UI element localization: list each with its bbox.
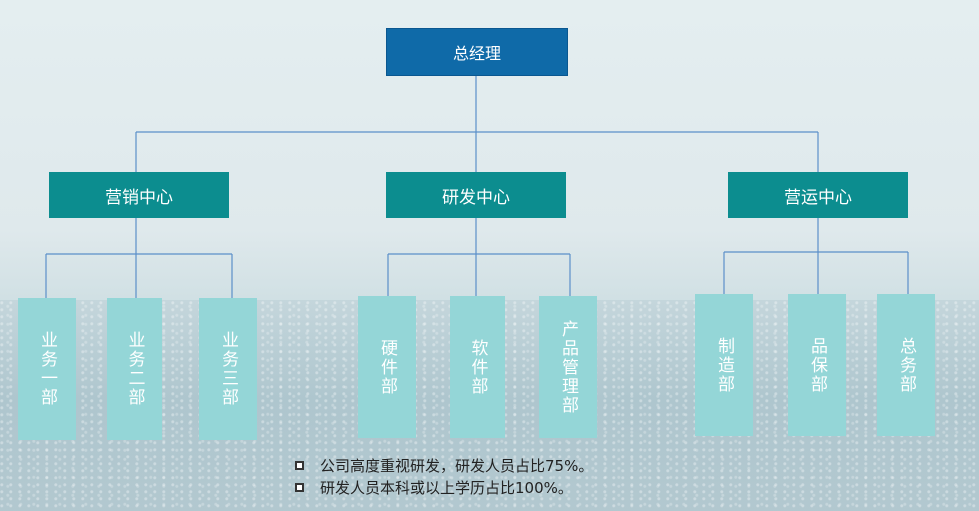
note-text: 公司高度重视研发，研发人员占比75%。	[320, 456, 594, 475]
square-bullet-icon	[295, 460, 304, 470]
center-marketing-box: 营销中心	[49, 172, 229, 218]
dept-box: 品保部	[788, 294, 846, 436]
dept-box: 总务部	[877, 294, 935, 436]
dept-box: 业务三部	[199, 298, 257, 440]
dept-label: 产品管理部	[558, 319, 578, 415]
dept-box: 硬件部	[358, 296, 416, 438]
dept-label: 总务部	[896, 336, 916, 394]
center-label: 研发中心	[442, 187, 510, 208]
dept-box: 产品管理部	[539, 296, 597, 438]
dept-label: 硬件部	[377, 338, 397, 396]
general-manager-box: 总经理	[386, 28, 568, 76]
note-item: 公司高度重视研发，研发人员占比75%。	[295, 451, 593, 479]
dept-label: 业务三部	[218, 331, 238, 407]
dept-box: 业务一部	[18, 298, 76, 440]
center-operations-box: 营运中心	[728, 172, 908, 218]
square-bullet-icon	[295, 482, 304, 492]
dept-label: 软件部	[467, 338, 488, 396]
notes-list: 公司高度重视研发，研发人员占比75%。 研发人员本科或以上学历占比100%。	[295, 451, 593, 501]
dept-label: 业务二部	[124, 331, 145, 407]
note-item: 研发人员本科或以上学历占比100%。	[295, 473, 593, 501]
center-label: 营销中心	[105, 187, 173, 208]
dept-label: 制造部	[714, 336, 734, 394]
center-rnd-box: 研发中心	[386, 172, 566, 218]
dept-box: 制造部	[695, 294, 753, 436]
center-label: 营运中心	[784, 187, 852, 208]
dept-label: 品保部	[807, 336, 827, 394]
note-text: 研发人员本科或以上学历占比100%。	[320, 478, 573, 497]
general-manager-label: 总经理	[452, 44, 501, 63]
dept-label: 业务一部	[37, 331, 57, 407]
dept-box: 软件部	[450, 296, 505, 438]
dept-box: 业务二部	[107, 298, 162, 440]
